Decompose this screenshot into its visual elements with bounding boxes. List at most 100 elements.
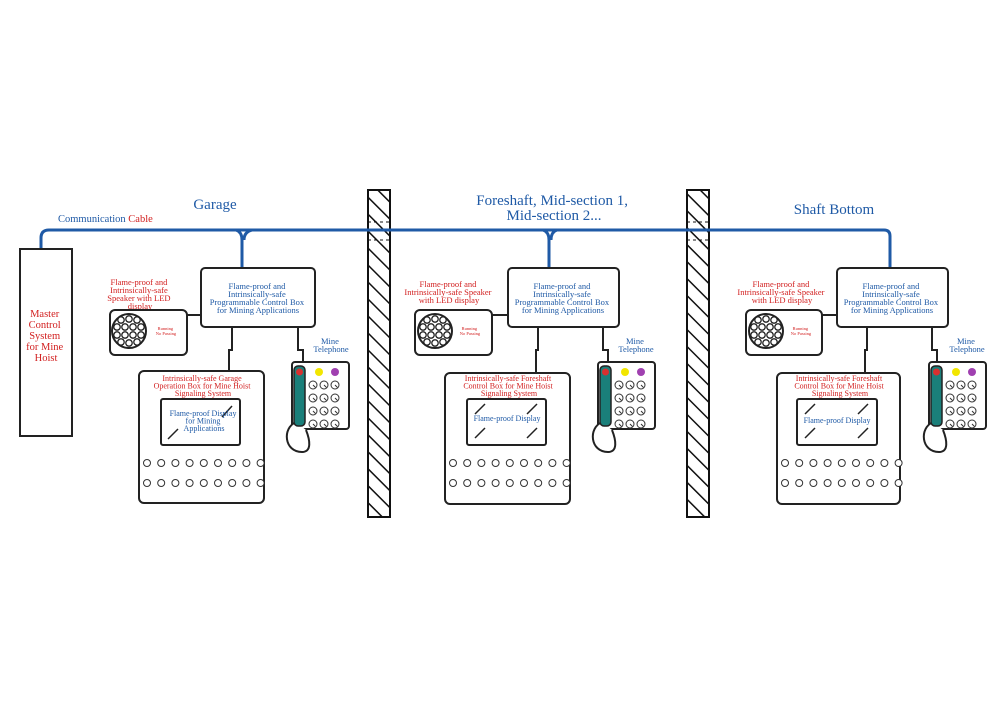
- led-speaker: Flame-proof and Intrinsically-safe Speak…: [107, 277, 188, 356]
- speaker-hole: [439, 316, 447, 324]
- operation-button: [520, 459, 528, 467]
- operation-button: [795, 479, 804, 487]
- svg-text:Flame-proof and Intrin: Flame-proof and Intrinsically-safe Speak…: [404, 279, 493, 305]
- speaker-hole: [117, 316, 125, 324]
- operation-button: [157, 459, 166, 467]
- svg-text:Mine Telephone: Mine Telephone: [618, 336, 654, 354]
- operation-button: [242, 479, 251, 487]
- operation-button: [837, 479, 846, 487]
- operation-button: [505, 459, 514, 467]
- operation-button: [781, 459, 789, 467]
- speaker-hole: [423, 316, 431, 324]
- telephone-handset: [293, 365, 306, 427]
- operation-button: [852, 459, 860, 467]
- telephone-cord: [286, 421, 311, 454]
- speaker-hole: [754, 338, 762, 346]
- speaker-hole: [750, 331, 758, 339]
- red-indicator-icon: [933, 368, 940, 376]
- svg-text:Flame-proof Display: Flame-proof Display: [474, 414, 541, 423]
- operation-button: [256, 479, 265, 487]
- operation-button: [242, 459, 251, 467]
- connector-wires: [492, 314, 609, 373]
- telephone-handset: [599, 365, 612, 427]
- operation-button: [214, 459, 222, 467]
- operation-button: [534, 459, 543, 467]
- speaker-hole: [113, 323, 121, 331]
- operation-button: [449, 459, 457, 467]
- cable-label-word2: Cable: [128, 214, 153, 225]
- operation-button: [143, 479, 151, 487]
- operation-button: [491, 459, 500, 467]
- speaker-hole: [423, 338, 431, 346]
- svg-text:Mine Telephone: Mine Telephone: [313, 336, 349, 354]
- operation-button: [562, 459, 571, 467]
- operation-button: [157, 479, 166, 487]
- operation-button: [477, 479, 486, 487]
- speaker-hole: [133, 316, 141, 324]
- flame-proof-display: Flame-proof Display: [796, 398, 878, 446]
- telephone-cord: [923, 421, 948, 454]
- connector-wires: [187, 314, 304, 371]
- svg-text:Flame-proof Display: Flame-proof Display for Mining Applicati…: [170, 409, 239, 433]
- operation-button: [171, 479, 180, 487]
- speaker-hole: [125, 339, 133, 347]
- led-display-text: Running No Passing: [156, 326, 177, 336]
- operation-button: [491, 479, 500, 487]
- speaker-hole: [129, 323, 137, 331]
- operation-button: [548, 459, 557, 467]
- section-title: Garage: [193, 197, 237, 213]
- operation-button: [823, 479, 832, 487]
- section-shaft-bottom: Shaft Bottom Flame-proof and Intrinsical…: [737, 202, 987, 505]
- yellow-indicator-icon: [621, 368, 629, 376]
- telephone-cord: [592, 421, 617, 454]
- telephone-handset: [930, 365, 943, 427]
- speaker-hole: [427, 331, 435, 339]
- operation-button: [823, 459, 832, 467]
- cable-label: Communication Cable: [58, 214, 153, 225]
- operation-button: [449, 479, 457, 487]
- operation-button: [880, 459, 889, 467]
- speaker-hole: [133, 338, 141, 346]
- svg-text:Intrinsically-safe Foreshaft: Intrinsically-safe Foreshaft Control Box…: [794, 374, 885, 398]
- section-foreshaft: Foreshaft, Mid-section 1, Mid-section 2.…: [404, 193, 656, 505]
- red-indicator-icon: [296, 368, 303, 376]
- section-garage: Garage Flame-proof and Intrinsically-saf…: [107, 197, 350, 504]
- operation-button: [199, 479, 208, 487]
- operation-box: Intrinsically-safe Foreshaft Control Box…: [776, 372, 903, 505]
- button-rows: [449, 459, 571, 487]
- speaker-hole: [766, 331, 774, 339]
- speaker-hole: [443, 331, 451, 339]
- programmable-control-box: Flame-proof and Intrinsically-safe Progr…: [200, 267, 316, 328]
- speaker-hole: [419, 323, 427, 331]
- operation-button: [505, 479, 514, 487]
- operation-button: [143, 459, 151, 467]
- svg-text:Flame-proof Display: Flame-proof Display: [804, 416, 871, 425]
- flame-proof-display: Flame-proof Display for Mining Applicati…: [160, 398, 241, 446]
- operation-box: Intrinsically-safe Foreshaft Control Box…: [444, 372, 571, 505]
- speaker-hole: [758, 323, 766, 331]
- yellow-indicator-icon: [952, 368, 960, 376]
- communication-cable: [39, 228, 892, 268]
- master-control-system: Master Control System for Mine Hoist: [19, 248, 73, 437]
- speaker-grille-icon: [417, 313, 453, 349]
- operation-button: [199, 459, 208, 467]
- operation-button: [866, 479, 875, 487]
- led-display-text: Running No Passing: [460, 326, 481, 336]
- speaker-hole: [758, 331, 766, 339]
- operation-button: [185, 459, 194, 467]
- section-title: Shaft Bottom: [794, 202, 875, 218]
- purple-indicator-icon: [331, 368, 339, 376]
- programmable-control-box: Flame-proof and Intrinsically-safe Progr…: [836, 267, 949, 328]
- speaker-hole: [443, 323, 451, 331]
- speaker-hole: [750, 323, 758, 331]
- led-display-text: Running No Passing: [791, 326, 812, 336]
- svg-text:Intrinsically-safe Garage: Intrinsically-safe Garage Operation Box …: [154, 374, 253, 398]
- operation-button: [562, 479, 571, 487]
- operation-button: [894, 479, 903, 487]
- operation-button: [852, 479, 860, 487]
- speaker-hole: [113, 331, 121, 339]
- speaker-hole: [419, 331, 427, 339]
- operation-button: [809, 479, 818, 487]
- operation-button: [837, 459, 846, 467]
